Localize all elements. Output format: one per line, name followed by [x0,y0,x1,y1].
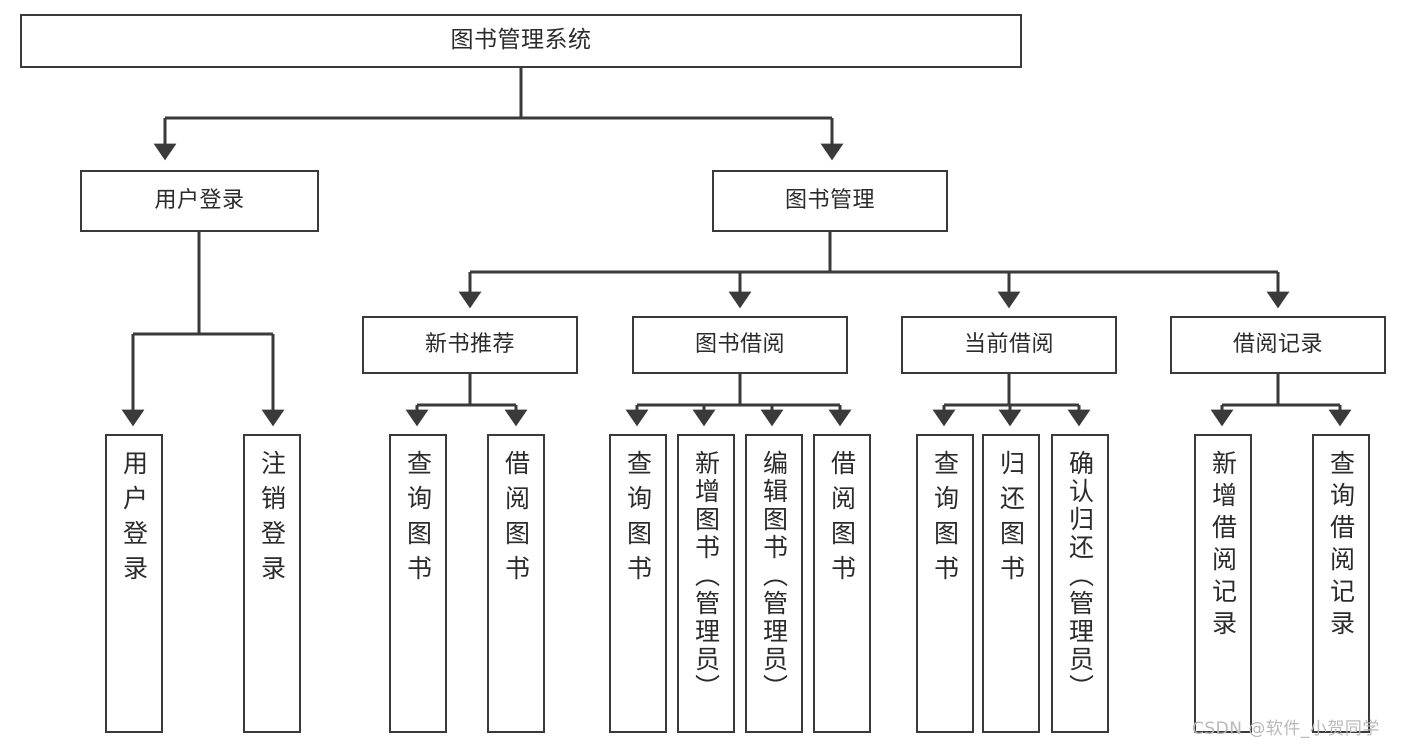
leaf-current-borrow-confirm-return-admin[interactable]: 确认归还（管理员） [1051,434,1109,733]
node-label: 借阅记录 [1232,332,1323,358]
node-label: 新增图书（管理员） [691,450,721,702]
node-label: 新增借阅记录 [1208,450,1238,642]
node-label: 图书管理系统 [450,27,592,54]
node-label: 借阅图书 [501,450,531,590]
node-label: 借阅图书 [827,450,857,590]
node-label: 用户登录 [119,450,149,590]
leaf-book-borrow-query-book[interactable]: 查询图书 [609,434,667,733]
node-label: 确认归还（管理员） [1065,450,1095,702]
leaf-book-borrow-add-book-admin[interactable]: 新增图书（管理员） [677,434,735,733]
leaf-user-login-logout[interactable]: 注销登录 [243,434,301,733]
leaf-borrow-record-add-record[interactable]: 新增借阅记录 [1194,434,1252,733]
leaf-new-book-borrow-book[interactable]: 借阅图书 [487,434,545,733]
node-label: 查询借阅记录 [1326,450,1356,642]
csdn-watermark: CSDN @软件_小贺同学 [1192,719,1380,739]
node-label: 当前借阅 [963,332,1054,358]
node-new-book-recommend[interactable]: 新书推荐 [362,316,578,374]
node-book-management[interactable]: 图书管理 [712,170,948,232]
node-book-borrow[interactable]: 图书借阅 [632,316,848,374]
leaf-current-borrow-query-book[interactable]: 查询图书 [916,434,974,733]
node-label: 注销登录 [257,450,287,590]
node-label: 用户登录 [154,188,245,214]
leaf-current-borrow-return-book[interactable]: 归还图书 [982,434,1040,733]
node-root-book-management-system[interactable]: 图书管理系统 [20,14,1022,68]
leaf-book-borrow-borrow-book[interactable]: 借阅图书 [813,434,871,733]
leaf-book-borrow-edit-book-admin[interactable]: 编辑图书（管理员） [745,434,803,733]
node-label: 编辑图书（管理员） [759,450,789,702]
node-label: 新书推荐 [424,332,515,358]
node-label: 查询图书 [403,450,433,590]
leaf-borrow-record-query-record[interactable]: 查询借阅记录 [1312,434,1370,733]
node-borrow-record[interactable]: 借阅记录 [1170,316,1386,374]
node-label: 归还图书 [996,450,1026,590]
node-label: 图书管理 [784,188,875,214]
node-label: 查询图书 [930,450,960,590]
node-current-borrow[interactable]: 当前借阅 [901,316,1117,374]
node-label: 查询图书 [623,450,653,590]
node-user-login[interactable]: 用户登录 [80,170,319,232]
leaf-new-book-query-book[interactable]: 查询图书 [389,434,447,733]
leaf-user-login-login[interactable]: 用户登录 [105,434,163,733]
node-label: 图书借阅 [694,332,785,358]
